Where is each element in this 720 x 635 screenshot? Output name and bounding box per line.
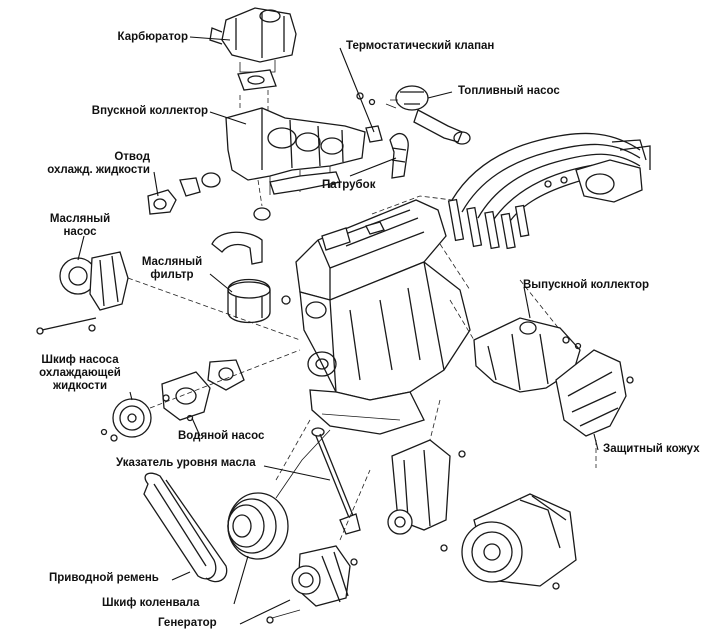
assembly-lines	[127, 179, 597, 541]
label-hose: Патрубок	[322, 179, 376, 191]
label-oil-pump: Масляный насос	[49, 213, 111, 238]
dipstick-part	[311, 427, 361, 535]
label-dipstick: Указатель уровня масла	[116, 457, 256, 469]
carburetor-part	[209, 7, 297, 112]
label-coolant-outlet: Отвод охлажд. жидкости	[47, 151, 150, 176]
label-water-pump: Водяной насос	[178, 430, 265, 442]
label-thermostat-valve: Термостатический клапан	[346, 40, 495, 52]
generator-part	[266, 545, 358, 624]
coolant-outlet-part	[147, 172, 221, 215]
oil-filter-part	[211, 207, 291, 324]
heat-shield-part	[555, 349, 634, 437]
oil-pump-part	[36, 251, 129, 335]
label-drive-belt: Приводной ремень	[49, 572, 159, 584]
distributor-wires-part	[447, 132, 651, 250]
intake-manifold-part	[225, 107, 366, 195]
leader-lines	[77, 36, 599, 625]
label-carburetor: Карбюратор	[117, 31, 188, 43]
fuel-pump-part	[385, 85, 471, 145]
label-water-pump-pulley: Шкиф насоса охлаждающей жидкости	[39, 354, 121, 392]
crank-pulley-part	[227, 429, 331, 560]
drive-belt-part	[143, 472, 228, 583]
label-intake-manifold: Впускной коллектор	[91, 105, 208, 117]
label-heat-shield: Защитный кожух	[603, 443, 700, 455]
thermostat-hose-part	[356, 92, 409, 179]
pump-pulley-part	[100, 398, 152, 442]
compressor-bracket-part	[387, 439, 577, 590]
water-pump-part	[161, 359, 245, 422]
label-generator: Генератор	[158, 617, 217, 629]
engine-block-part	[295, 199, 471, 435]
label-exhaust-manifold: Выпускной коллектор	[523, 279, 650, 291]
label-oil-filter: Масляный фильтр	[141, 256, 203, 281]
label-fuel-pump: Топливный насос	[458, 85, 560, 97]
label-crankshaft-pulley: Шкиф коленвала	[102, 597, 200, 609]
